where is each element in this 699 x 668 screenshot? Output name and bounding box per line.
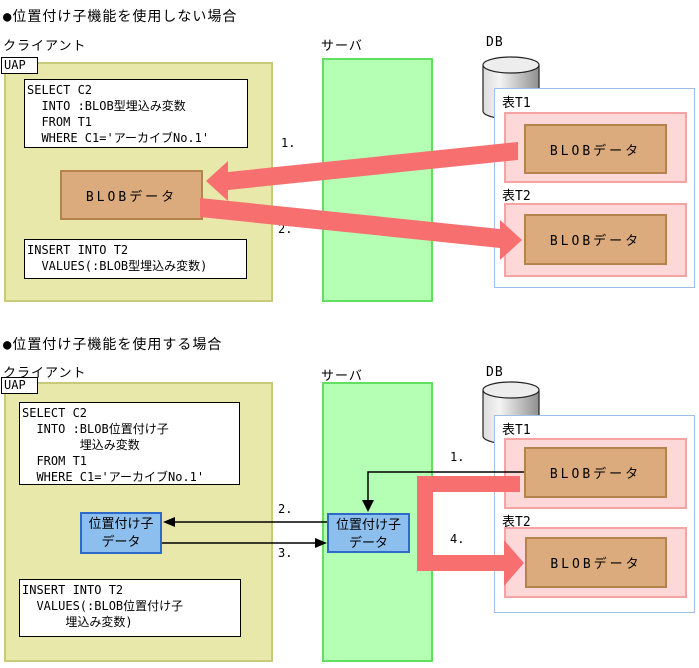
panel1-table-t1-label: 表T1: [502, 96, 531, 111]
sql-line: INSERT INTO T2: [27, 243, 129, 257]
panel2-insert-sql-box: INSERT INTO T2 VALUES(:BLOB位置付け子 埋込み変数): [19, 579, 241, 637]
sql-line: VALUES(:BLOB位置付け子: [22, 599, 184, 613]
sql-line: SELECT C2: [22, 406, 88, 420]
panel2-uap-tab: UAP: [1, 377, 38, 394]
sql-line: WHERE C1='アーカイブNo.1': [22, 470, 205, 484]
sql-line: INTO :BLOB位置付け子: [22, 422, 169, 436]
panel2-server-label: サーバ: [321, 369, 363, 384]
panel1-uap-tab: UAP: [1, 57, 38, 74]
panel1-heading: ●位置付け子機能を使用しない場合: [3, 9, 238, 25]
panel1-step-1: 1.: [281, 136, 296, 150]
panel2-table-t1-label: 表T1: [502, 423, 531, 438]
panel2-db-label: DB: [486, 365, 504, 380]
panel1-table-t2-label: 表T2: [502, 189, 531, 204]
panel2-step-2: 2.: [278, 502, 293, 516]
panel2-client-locator-box: 位置付け子 データ: [80, 512, 162, 554]
locator-line2: データ: [348, 536, 388, 551]
panel2-server-locator-box: 位置付け子 データ: [327, 513, 410, 553]
panel2-select-sql-box: SELECT C2 INTO :BLOB位置付け子 埋込み変数 FROM T1 …: [19, 402, 240, 485]
panel1-db-label: DB: [486, 35, 504, 50]
sql-line: VALUES(:BLOB型埋込み変数): [27, 259, 208, 273]
panel1-select-sql-box: SELECT C2 INTO :BLOB型埋込み変数 FROM T1 WHERE…: [24, 79, 248, 148]
panel2-heading: ●位置付け子機能を使用する場合: [3, 337, 223, 353]
panel1-server-label: サーバ: [321, 39, 363, 54]
locator-line1: 位置付け子: [335, 518, 401, 533]
sql-line: FROM T1: [27, 115, 93, 129]
sql-line: SELECT C2: [27, 83, 93, 97]
panel2-step-1: 1.: [450, 450, 465, 464]
panel1-client-blob-box: BLOBデータ: [60, 170, 203, 220]
locator-line2: データ: [101, 535, 141, 550]
panel1-step-2: 2.: [278, 222, 293, 236]
locator-line1: 位置付け子: [88, 517, 154, 532]
panel1-server-box: [322, 58, 433, 302]
panel1-t2-blob-box: BLOBデータ: [524, 214, 667, 265]
panel1-insert-sql-box: INSERT INTO T2 VALUES(:BLOB型埋込み変数): [24, 239, 247, 279]
sql-line: INTO :BLOB型埋込み変数: [27, 99, 186, 113]
panel2-step-3: 3.: [278, 546, 293, 560]
panel2-t2-blob-box: BLOBデータ: [525, 537, 667, 588]
panel2-t1-blob-box: BLOBデータ: [524, 447, 667, 498]
panel1-client-label: クライアント: [3, 39, 87, 54]
sql-line: FROM T1: [22, 454, 88, 468]
sql-line: 埋込み変数: [22, 438, 140, 452]
sql-line: WHERE C1='アーカイブNo.1': [27, 131, 210, 145]
sql-line: INSERT INTO T2: [22, 583, 124, 597]
sql-line: 埋込み変数): [22, 615, 133, 629]
panel2-step-4: 4.: [450, 532, 465, 546]
panel1-t1-blob-box: BLOBデータ: [524, 124, 667, 174]
